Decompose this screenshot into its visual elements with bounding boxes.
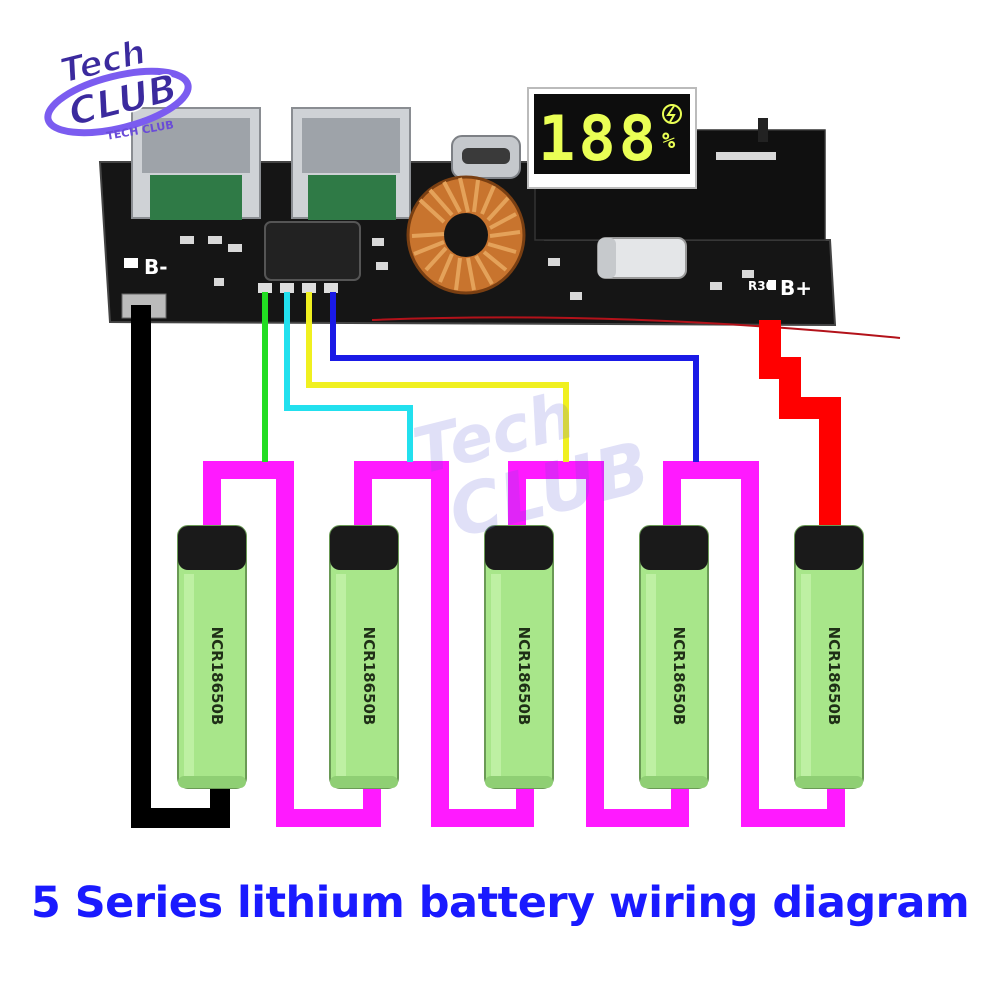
battery-cell: NCR18650B <box>177 525 247 789</box>
battery-label: NCR18650B <box>515 627 533 726</box>
wires <box>131 292 845 828</box>
inductor-block <box>264 221 361 281</box>
series-link-2 <box>354 461 534 827</box>
label-r30: R30 <box>748 279 774 293</box>
label-b-plus: B+ <box>780 276 812 300</box>
battery-label: NCR18650B <box>208 627 226 726</box>
smd-components <box>180 152 776 300</box>
toroid-coil <box>406 175 526 295</box>
battery-pack: NCR18650B NCR18650B NCR18650B NCR18650B NCR1… <box>177 525 864 789</box>
label-b-minus: B- <box>144 255 168 279</box>
negative-wire <box>131 305 230 828</box>
battery-cell: NCR18650B <box>484 525 554 789</box>
capacitor <box>597 237 687 279</box>
battery-cell: NCR18650B <box>329 525 399 789</box>
usb-port-2 <box>291 107 411 220</box>
thermistor-wire <box>371 316 901 339</box>
power-bank-board: 188 % B- R30 B+ <box>98 87 901 339</box>
battery-cell: NCR18650B <box>639 525 709 789</box>
display-percent: % <box>662 129 676 154</box>
series-link-4 <box>663 461 845 827</box>
led-display: 188 % <box>527 87 697 189</box>
balance-wire-2 <box>284 292 413 462</box>
battery-label: NCR18650B <box>360 627 378 726</box>
tech-club-logo: Tech CLUB TECH CLUB <box>38 31 198 150</box>
positive-wire <box>759 320 841 535</box>
balance-wire-3 <box>306 292 569 462</box>
battery-label: NCR18650B <box>670 627 688 726</box>
display-digits: 188 <box>538 102 656 175</box>
battery-label: NCR18650B <box>825 627 843 726</box>
logo-swoosh-icon <box>44 67 192 137</box>
usb-port-1 <box>131 107 261 220</box>
charging-icon <box>662 104 682 124</box>
battery-cell: NCR18650B <box>794 525 864 789</box>
balance-wire-4 <box>330 292 699 462</box>
series-link-3 <box>508 461 689 827</box>
series-link-1 <box>203 461 381 827</box>
diagram-caption: 5 Series lithium battery wiring diagram <box>30 878 970 928</box>
